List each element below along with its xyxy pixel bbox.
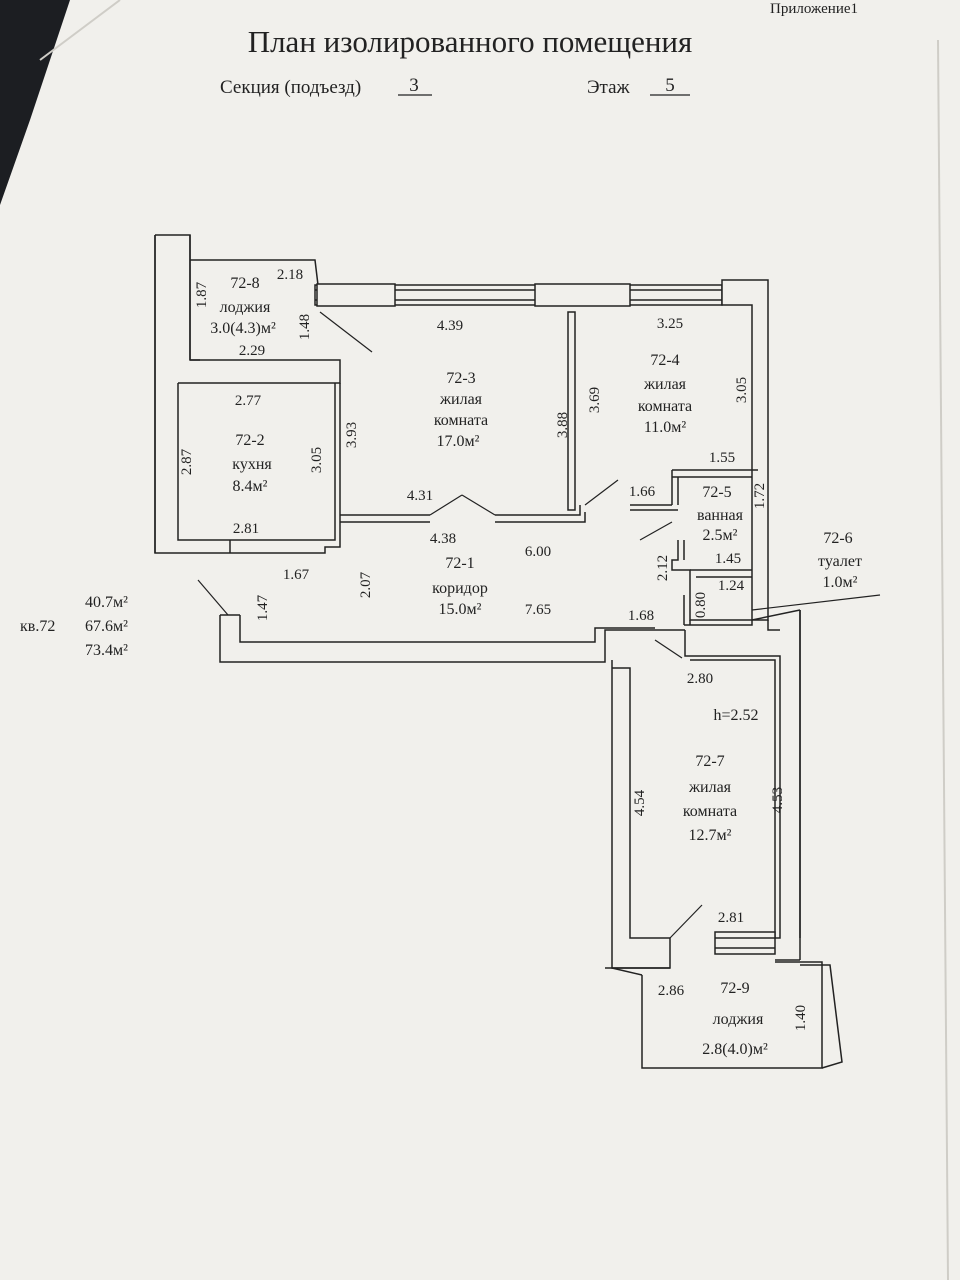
room-72-2-area: 8.4м² xyxy=(233,478,268,495)
dim: 2.81 xyxy=(718,910,744,926)
dim: 4.38 xyxy=(430,531,456,547)
dim: 7.65 xyxy=(525,602,551,618)
room-72-4-name2: комната xyxy=(638,398,692,415)
room-72-7-name2: комната xyxy=(683,803,737,820)
dim: 2.80 xyxy=(687,671,713,687)
dim: 2.77 xyxy=(235,393,262,409)
room-72-8-area: 3.0(4.3)м² xyxy=(210,320,276,337)
room-72-1-name: коридор xyxy=(432,580,488,597)
dim: 2.12 xyxy=(655,555,671,581)
dim: 4.39 xyxy=(437,318,463,334)
room-72-5-name: ванная xyxy=(697,507,744,524)
dim: 1.66 xyxy=(629,484,656,500)
page-title: План изолированного помещения xyxy=(248,24,693,59)
area-living: 40.7м² xyxy=(85,594,128,611)
area-total: 67.6м² xyxy=(85,618,128,635)
room-72-3-name2: комната xyxy=(434,412,488,429)
dim: 6.00 xyxy=(525,544,551,560)
room-72-4-name: жилая xyxy=(643,376,687,393)
room-72-3-name: жилая xyxy=(439,391,483,408)
dim: 0.80 xyxy=(693,592,709,618)
room-72-3-number: 72-3 xyxy=(446,370,475,387)
dim: 2.81 xyxy=(233,521,259,537)
room-72-2-number: 72-2 xyxy=(235,432,264,449)
walls xyxy=(154,234,843,1069)
dim: 4.54 xyxy=(632,789,648,816)
dim: 3.88 xyxy=(555,412,571,438)
dim: 1.72 xyxy=(752,483,768,509)
dim: 1.40 xyxy=(793,1005,809,1031)
room-72-6-name: туалет xyxy=(818,553,862,570)
dim: 2.07 xyxy=(358,571,374,598)
appendix-label: Приложение1 xyxy=(770,1,858,17)
dim: 1.87 xyxy=(194,281,210,308)
door-swings xyxy=(197,311,881,939)
room-72-4-number: 72-4 xyxy=(650,352,679,369)
room-72-9-number: 72-9 xyxy=(720,980,749,997)
dim: 2.86 xyxy=(658,983,685,999)
dim: 3.05 xyxy=(734,377,750,403)
dim: 1.67 xyxy=(283,567,310,583)
room-72-7-name: жилая xyxy=(688,779,732,796)
room-72-9-name: лоджия xyxy=(713,1011,764,1028)
room-72-9-area: 2.8(4.0)м² xyxy=(702,1041,768,1058)
dimension-labels: 1.87 2.18 1.48 2.29 4.39 3.25 3.69 3.05 … xyxy=(179,267,809,1031)
room-72-3-area: 17.0м² xyxy=(437,433,480,450)
room-72-5-number: 72-5 xyxy=(702,484,731,501)
dim: 3.05 xyxy=(309,447,325,473)
dim: 2.18 xyxy=(277,267,303,283)
room-72-8-number: 72-8 xyxy=(230,275,259,292)
room-72-4-area: 11.0м² xyxy=(644,419,687,436)
dim: 1.48 xyxy=(297,314,313,340)
dim: 1.55 xyxy=(709,450,735,466)
apartment-number: кв.72 xyxy=(20,618,55,635)
floor-value: 5 xyxy=(665,75,675,96)
room-72-2-name: кухня xyxy=(232,456,272,473)
room-72-1-number: 72-1 xyxy=(445,555,474,572)
room-72-7-area: 12.7м² xyxy=(689,827,732,844)
area-with-loggias: 73.4м² xyxy=(85,642,128,659)
room-labels: 72-8 лоджия 3.0(4.3)м² 72-2 кухня 8.4м² … xyxy=(210,275,862,1058)
dim: 4.53 xyxy=(770,787,786,813)
dim: 1.68 xyxy=(628,608,654,624)
dim: 4.31 xyxy=(407,488,433,504)
section-label: Секция (подъезд) xyxy=(220,77,361,98)
area-summary: 40.7м² кв.72 67.6м² 73.4м² xyxy=(20,594,128,659)
room-72-6-area: 1.0м² xyxy=(823,574,858,591)
dim: 3.25 xyxy=(657,316,683,332)
dim: 1.45 xyxy=(715,551,741,567)
room-72-8-name: лоджия xyxy=(220,299,271,316)
room-72-7-number: 72-7 xyxy=(695,753,724,770)
dim: 3.69 xyxy=(587,387,603,413)
room-72-1-area: 15.0м² xyxy=(439,601,482,618)
section-value: 3 xyxy=(409,75,419,96)
dim: 2.29 xyxy=(239,343,265,359)
dim: 3.93 xyxy=(344,422,360,448)
ceiling-height: h=2.52 xyxy=(713,707,758,724)
room-72-6-number: 72-6 xyxy=(823,530,852,547)
dim: 1.24 xyxy=(718,578,745,594)
dim: 2.87 xyxy=(179,448,195,475)
dim: 1.47 xyxy=(255,594,271,621)
room-72-5-area: 2.5м² xyxy=(703,527,738,544)
floor-label: Этаж xyxy=(587,77,631,98)
